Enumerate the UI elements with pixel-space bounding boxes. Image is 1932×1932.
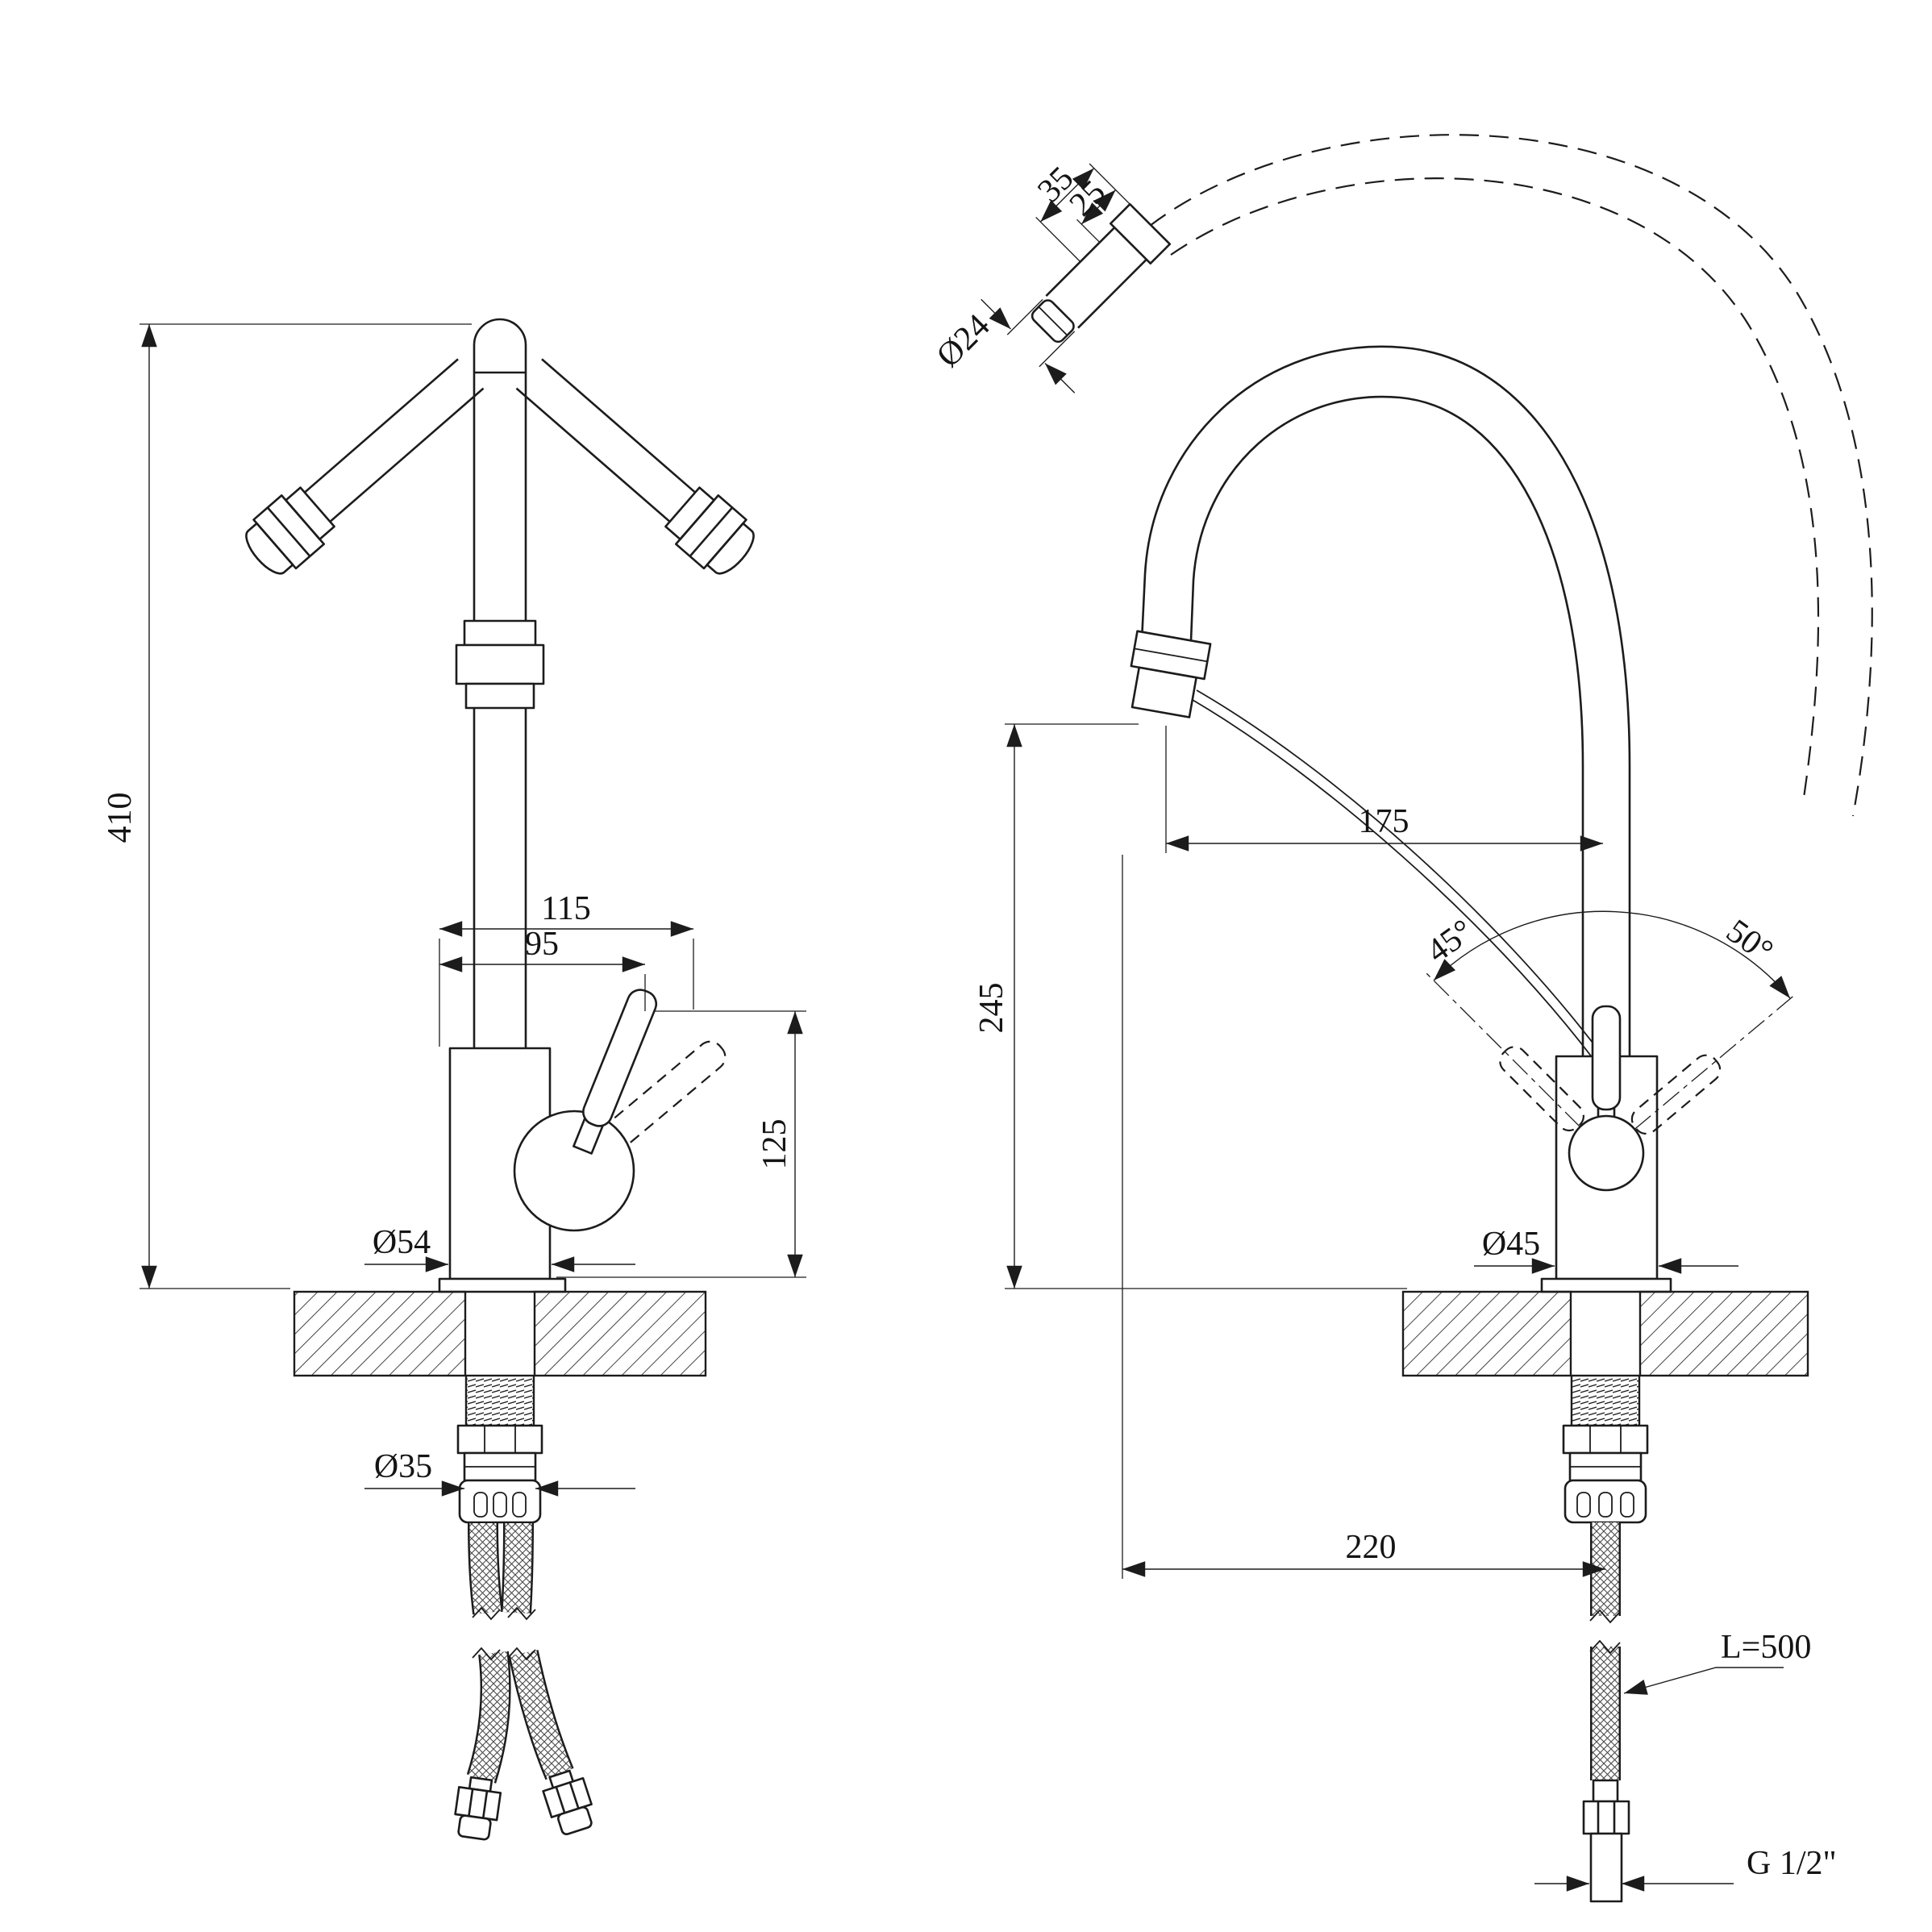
overall-height-label: 410 — [102, 793, 139, 843]
dim-base-diameter: Ø54 — [364, 1224, 635, 1272]
label-connection-thread: G 1/2" — [1534, 1845, 1837, 1892]
front-hose-fitting-left — [454, 1776, 502, 1841]
dim-spout-reach: 175 — [1165, 726, 1603, 853]
overall-reach-label: 220 — [1346, 1529, 1397, 1566]
shank-diameter-label: Ø35 — [374, 1448, 432, 1485]
body-height-label: 125 — [756, 1119, 793, 1170]
side-spout-phantom-arc — [1149, 134, 1873, 817]
spout-offset-inner-label: 95 — [525, 926, 559, 963]
dim-body-height: 125 — [556, 1010, 806, 1278]
front-view: 410 115 95 125 Ø54 — [102, 318, 806, 1841]
front-hose-fitting-right — [542, 1769, 593, 1835]
spout-reach-label: 175 — [1359, 803, 1409, 840]
side-countertop — [1401, 1290, 1809, 1377]
front-mounting-shank — [456, 1374, 543, 1524]
side-gooseneck-spout — [1140, 345, 1631, 1058]
body-diameter-label: Ø45 — [1482, 1226, 1540, 1263]
front-supply-hoses — [454, 1522, 593, 1841]
hose-length-label: L=500 — [1721, 1629, 1811, 1666]
front-countertop — [293, 1290, 707, 1377]
side-base-flange — [1540, 1277, 1672, 1293]
spout-height-label: 245 — [973, 983, 1010, 1034]
front-base-flange — [438, 1277, 567, 1293]
side-hose-fitting — [1582, 1779, 1630, 1903]
front-handle — [513, 989, 727, 1232]
side-spout-tip — [1130, 630, 1212, 718]
side-handle: 45° 50° — [1420, 910, 1797, 1192]
dim-spout-offset-inner: 95 — [439, 926, 646, 1011]
dim-spout-height: 245 — [973, 723, 1407, 1289]
dim-overall-reach: 220 — [1122, 855, 1605, 1579]
front-spout-right — [515, 358, 755, 575]
label-hose-length: L=500 — [1623, 1629, 1811, 1695]
front-riser-pipe — [455, 318, 545, 1048]
dim-shank-diameter: Ø35 — [364, 1448, 635, 1497]
spout-offset-outer-label: 115 — [541, 890, 590, 927]
front-handle-pivot — [513, 1110, 635, 1232]
dim-body-diameter: Ø45 — [1474, 1226, 1738, 1274]
dim-overall-height: 410 — [102, 323, 472, 1289]
side-view: 25 35 Ø24 — [930, 134, 1873, 1903]
connection-thread-label: G 1/2" — [1747, 1845, 1837, 1882]
side-handle-ball — [1568, 1114, 1645, 1192]
dim-spout-offset-outer: 115 — [439, 890, 694, 1047]
side-mounting-shank — [1562, 1374, 1649, 1524]
front-spout-left — [245, 358, 485, 575]
base-diameter-label: Ø54 — [373, 1224, 431, 1261]
